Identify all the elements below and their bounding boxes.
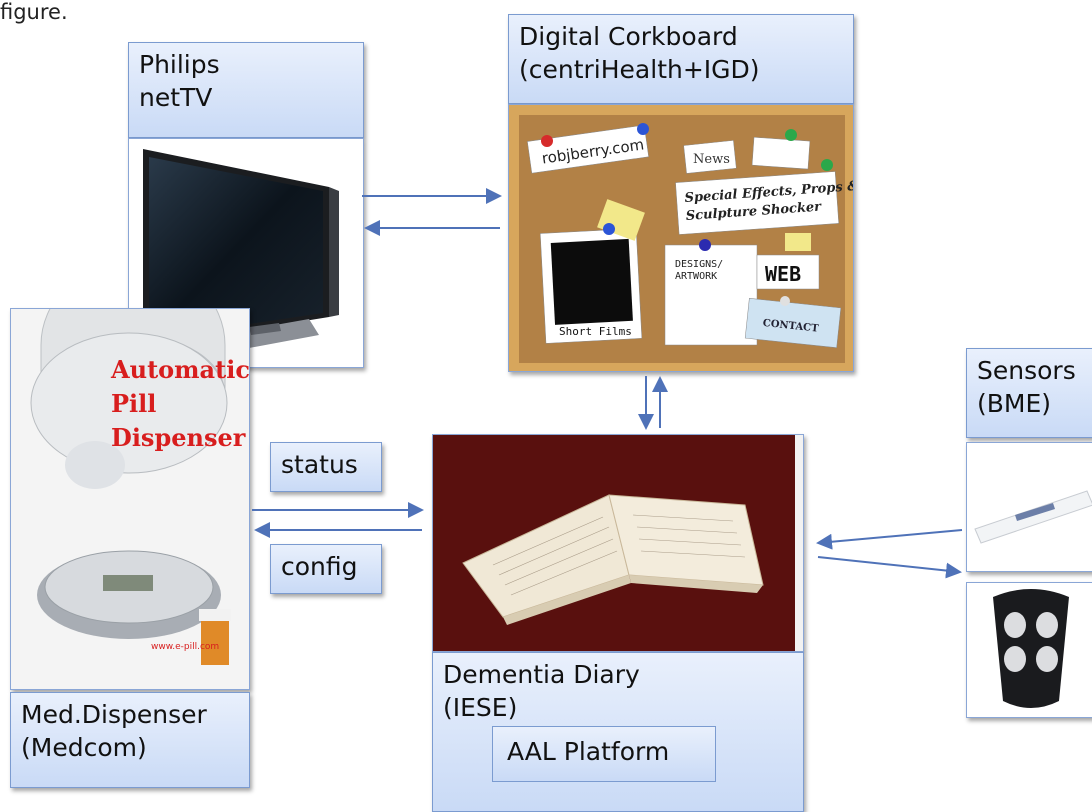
arrow-diary-to-sensor (817, 556, 962, 579)
sensors-label: Sensors (BME) (966, 348, 1092, 438)
med-dispenser-label: Med.Dispenser (Medcom) (10, 692, 250, 788)
sensor-strip-image (966, 442, 1092, 572)
television-icon (143, 149, 339, 351)
corkboard-icon: robjberry.com News Special Effects, Prop… (509, 105, 853, 371)
diary-book-icon (433, 435, 803, 651)
tv-image (128, 138, 364, 368)
remote-image (966, 582, 1092, 718)
corkboard-image: robjberry.com News Special Effects, Prop… (508, 104, 854, 372)
config-label: config (270, 544, 382, 594)
corkboard-note-designs: DESIGNS/ARTWORK (675, 259, 723, 282)
dispenser-url: www.e-pill.com (151, 642, 219, 652)
remote-control-icon (993, 589, 1069, 708)
corkboard-note-web: WEB (765, 262, 801, 286)
digital-corkboard-label: Digital Corkboard (centriHealth+IGD) (508, 14, 854, 104)
caption-fragment: figure. (0, 0, 68, 24)
corkboard-note-news: News (693, 152, 730, 167)
diary-image (432, 434, 804, 652)
motion-sensor-icon (974, 490, 1092, 544)
status-label: status (270, 442, 382, 492)
pill-dispenser-image: www.e-pill.com Automatic Pill Dispenser (10, 308, 250, 690)
arrow-sensor-to-diary (816, 529, 963, 550)
philips-nettv-label: Philips netTV (128, 42, 364, 138)
pill-dispenser-icon: www.e-pill.com (11, 309, 249, 689)
dispenser-title: Automatic Pill Dispenser (111, 355, 250, 452)
aal-platform-label: AAL Platform (492, 726, 716, 782)
corkboard-note-films: Short Films (559, 325, 632, 338)
